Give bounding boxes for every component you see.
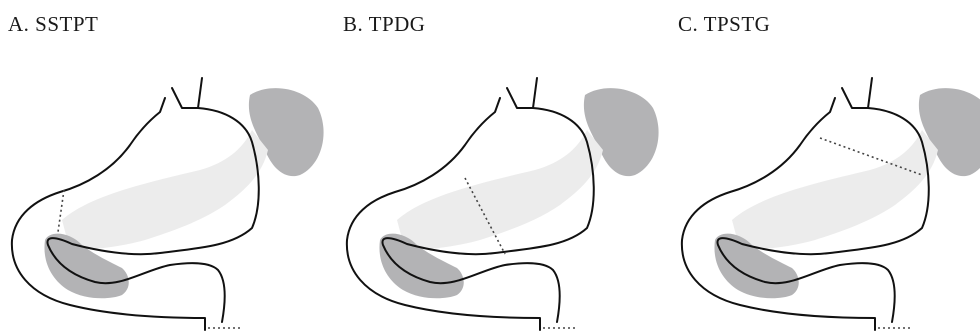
panel-sstpt: A. SSTPT bbox=[0, 0, 327, 335]
stomach-diagram bbox=[0, 0, 327, 335]
pancreas bbox=[62, 130, 268, 250]
stomach-diagram bbox=[335, 0, 662, 335]
panel-tpdg: B. TPDG bbox=[335, 0, 662, 335]
resection-line bbox=[58, 190, 64, 232]
pancreas bbox=[397, 130, 603, 250]
stomach-diagram bbox=[670, 0, 980, 335]
panel-tpstg: C. TPSTG bbox=[670, 0, 980, 335]
pancreas bbox=[732, 130, 938, 250]
